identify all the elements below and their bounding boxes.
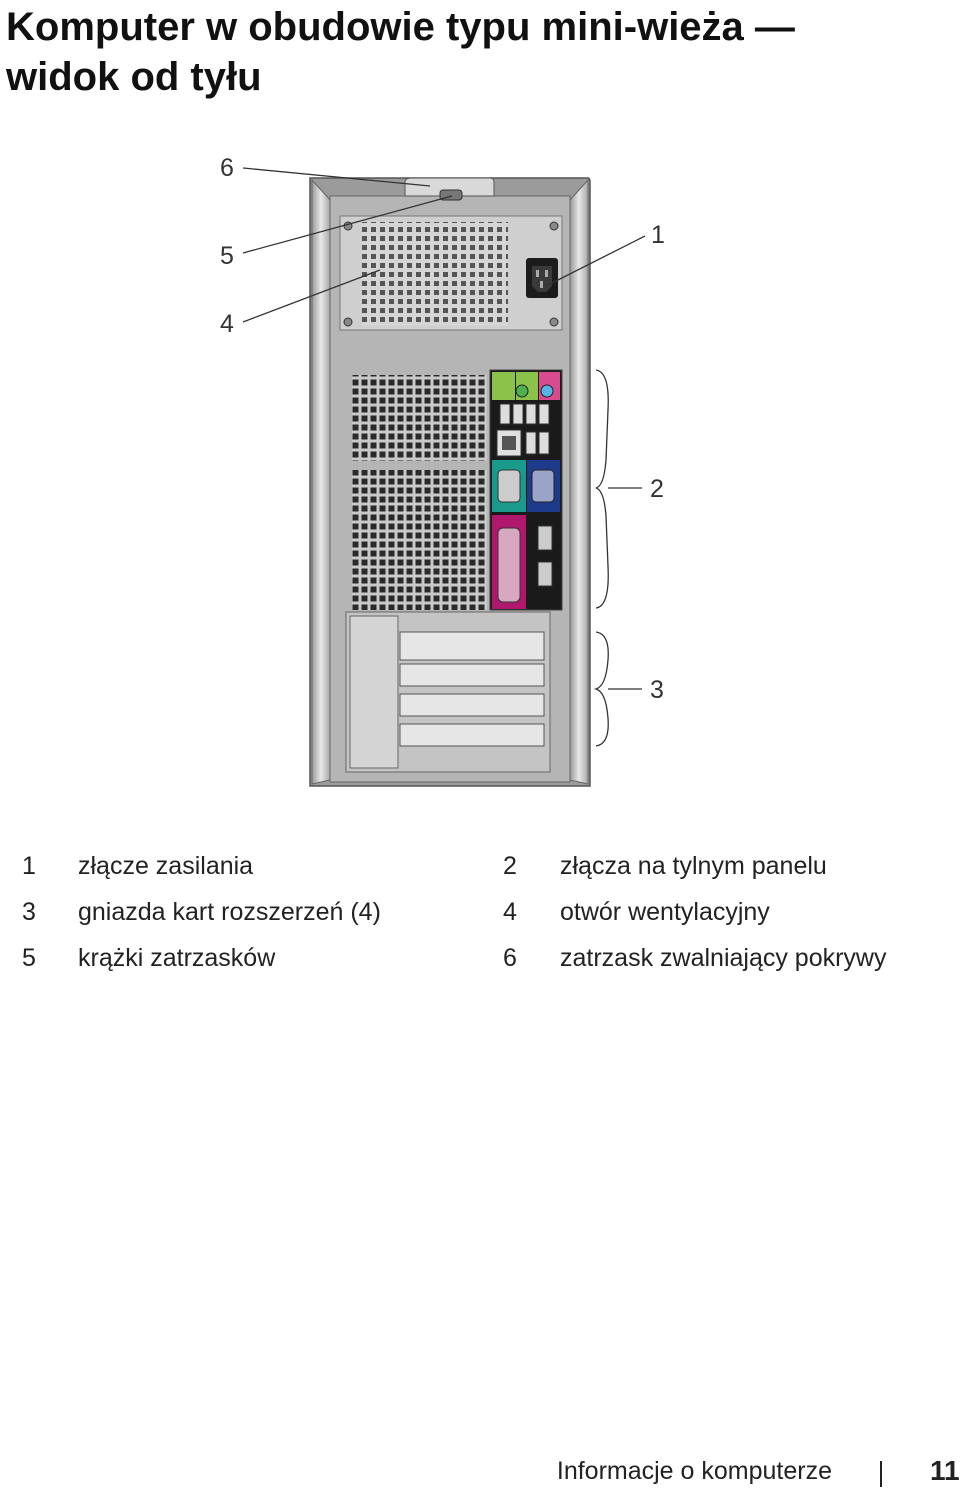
legend-text: zatrzask zwalniający pokrywy xyxy=(560,944,887,972)
psu-vent xyxy=(362,222,508,326)
legend-number: 5 xyxy=(22,944,36,972)
legend-text: gniazda kart rozszerzeń (4) xyxy=(78,898,381,926)
title-line-2: widok od tyłu xyxy=(6,55,262,99)
legend-text: krążki zatrzasków xyxy=(78,944,276,972)
legend-row: 3 gniazda kart rozszerzeń (4) 4 otwór we… xyxy=(0,898,960,934)
page-number: 11 xyxy=(930,1455,960,1486)
legend-text: złącza na tylnym panelu xyxy=(560,852,827,880)
page-footer: Informacje o komputerze 11 xyxy=(0,1455,960,1491)
callout-6: 6 xyxy=(220,154,234,182)
power-supply xyxy=(339,215,563,331)
callout-4: 4 xyxy=(220,310,234,338)
callout-lines xyxy=(242,167,646,747)
legend-row: 1 złącze zasilania 2 złącza na tylnym pa… xyxy=(0,852,960,888)
callout-3: 3 xyxy=(650,676,664,704)
footer-section-title: Informacje o komputerze xyxy=(556,1457,832,1485)
callout-5: 5 xyxy=(220,242,234,270)
vent-grille-lower xyxy=(352,470,487,610)
footer-divider xyxy=(880,1461,882,1487)
back-panel-connectors xyxy=(489,369,563,611)
legend-number: 2 xyxy=(503,852,517,880)
legend-number: 4 xyxy=(503,898,517,926)
legend-number: 6 xyxy=(503,944,517,972)
callout-2: 2 xyxy=(650,475,664,503)
legend-text: złącze zasilania xyxy=(78,852,254,880)
legend-number: 3 xyxy=(22,898,36,926)
expansion-slot xyxy=(399,663,545,687)
title-line-1: Komputer w obudowie typu mini-wieża — xyxy=(6,5,795,49)
legend-number: 1 xyxy=(22,852,36,880)
legend-row: 5 krążki zatrzasków 6 zatrzask zwalniają… xyxy=(0,944,960,980)
expansion-slot xyxy=(399,631,545,661)
expansion-card-slots xyxy=(345,611,551,773)
expansion-slot xyxy=(399,693,545,717)
computer-rear-view-illustration: 6 5 4 1 2 3 xyxy=(220,154,665,787)
page-title: Komputer w obudowie typu mini-wieża — wi… xyxy=(6,2,795,102)
expansion-slot xyxy=(399,723,545,747)
power-connector xyxy=(526,258,558,298)
callout-1: 1 xyxy=(651,221,665,249)
legend-text: otwór wentylacyjny xyxy=(560,898,770,926)
vent-grille-upper xyxy=(352,375,487,461)
